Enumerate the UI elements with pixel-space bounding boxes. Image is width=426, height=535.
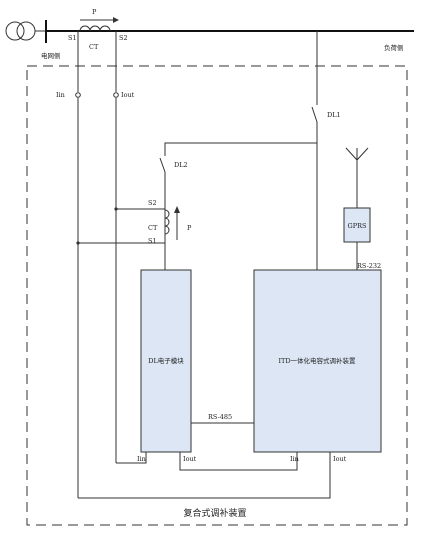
- mid-ct-s1-node: [76, 241, 80, 245]
- gprs-label: GPRS: [348, 222, 367, 230]
- mid-ct-label: CT: [148, 224, 158, 232]
- grid-side-label: 电网侧: [41, 51, 61, 60]
- itd-iout-label: Iout: [333, 455, 347, 463]
- composite-device-enclosure: [26, 65, 408, 526]
- mid-p-label: P: [187, 224, 192, 232]
- itd-device-label: ITD一体化电容式调补装置: [278, 356, 356, 365]
- terminal-iin-top: [75, 92, 81, 98]
- mid-p-arrowhead: [174, 206, 180, 213]
- top-s1-label: S1: [68, 34, 77, 42]
- top-p-arrowhead: [113, 17, 119, 23]
- mid-ct-coil: [164, 209, 170, 235]
- itd-compensation-device: [253, 269, 382, 453]
- dl2-label: DL2: [174, 161, 188, 169]
- dl-iin-label: Iin: [137, 455, 146, 463]
- transformer-symbol: [5, 21, 36, 41]
- dl1-switch-blade: [311, 106, 318, 123]
- dl-module-label: DL电子模块: [148, 356, 184, 365]
- terminal-iout-top: [113, 92, 119, 98]
- itd-iin-label: Iin: [290, 455, 299, 463]
- antenna-icon: [345, 147, 369, 208]
- dl-iout-to-itd-iin-wire: [179, 452, 298, 471]
- dl2-branch-wire: [164, 142, 317, 156]
- load-side-label: 负荷侧: [384, 43, 404, 52]
- dl-iout-label: Iout: [183, 455, 197, 463]
- rs232-label: RS-232: [357, 262, 381, 270]
- iout-top-label: Iout: [121, 91, 135, 99]
- top-s2-label: S2: [119, 34, 128, 42]
- bottom-inner-loop: [116, 452, 147, 464]
- top-p-label: P: [92, 8, 97, 16]
- dl2-switch-blade: [159, 157, 166, 173]
- dl1-label: DL1: [327, 111, 341, 119]
- mid-ct-s2-node: [114, 207, 118, 211]
- composite-device-label: 复合式调补装置: [183, 507, 246, 519]
- rs485-label: RS-485: [208, 413, 232, 421]
- top-ct-label: CT: [89, 43, 99, 51]
- iin-top-label: Iin: [56, 91, 65, 99]
- dl-electronic-module: [140, 269, 192, 453]
- mid-s1-label: S1: [148, 237, 157, 245]
- mid-s2-label: S2: [148, 199, 157, 207]
- bottom-outer-loop: [78, 452, 331, 499]
- top-ct-coil: [79, 25, 111, 32]
